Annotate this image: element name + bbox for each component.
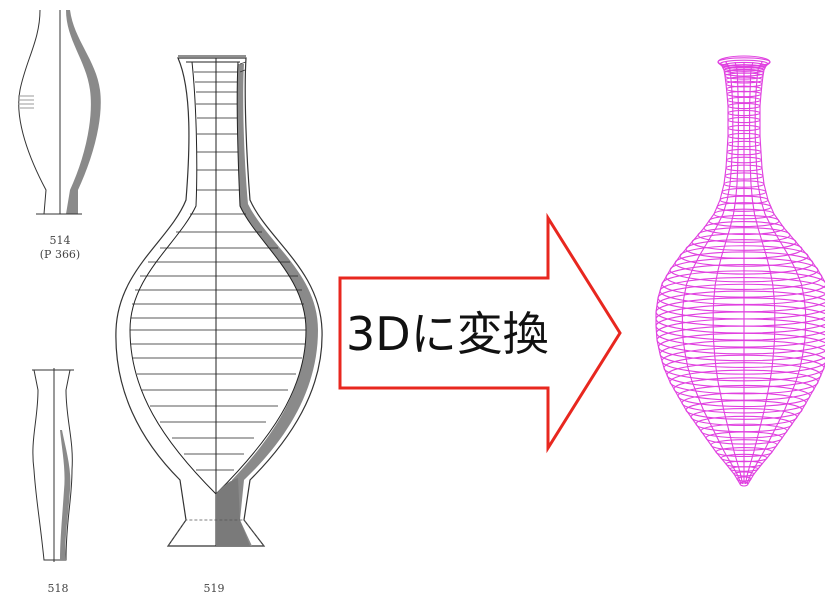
label-518: 518 [48, 582, 69, 595]
vessel-519-ticks [239, 61, 247, 73]
vessel-519-foot-dashed [167, 519, 265, 547]
vessel-514-shade [66, 10, 101, 214]
wireframe-meridian [747, 61, 825, 485]
wireframe-meridian [746, 61, 807, 485]
vessel-519-foot-shade [216, 478, 250, 546]
vessel-514-outline [18, 9, 96, 215]
wireframe-meridian [655, 61, 741, 485]
vessel-514-hatch [18, 95, 34, 109]
vessel-518-outline [32, 369, 73, 561]
wireframe-rim [717, 55, 771, 69]
sublabel-514: (P 366) [40, 248, 80, 261]
vessel-drawing-514 [18, 9, 101, 215]
wireframe-meridian [712, 61, 744, 485]
vessel-drawing-518 [32, 368, 74, 562]
wireframe-meridian [744, 61, 776, 485]
label-519: 519 [204, 582, 225, 595]
wireframe-meridian [681, 61, 742, 485]
wireframe-3d-model [655, 55, 825, 487]
vessel-drawing-519 [115, 55, 323, 547]
arrow-shape [338, 212, 622, 454]
vessel-518-shade [60, 430, 71, 560]
arrow-label: 3Dに変換 [346, 307, 549, 361]
label-514: 514 [50, 234, 71, 247]
convert-arrow: 3Dに変換 [338, 212, 622, 454]
vessel-519-wall-shade [222, 64, 318, 546]
